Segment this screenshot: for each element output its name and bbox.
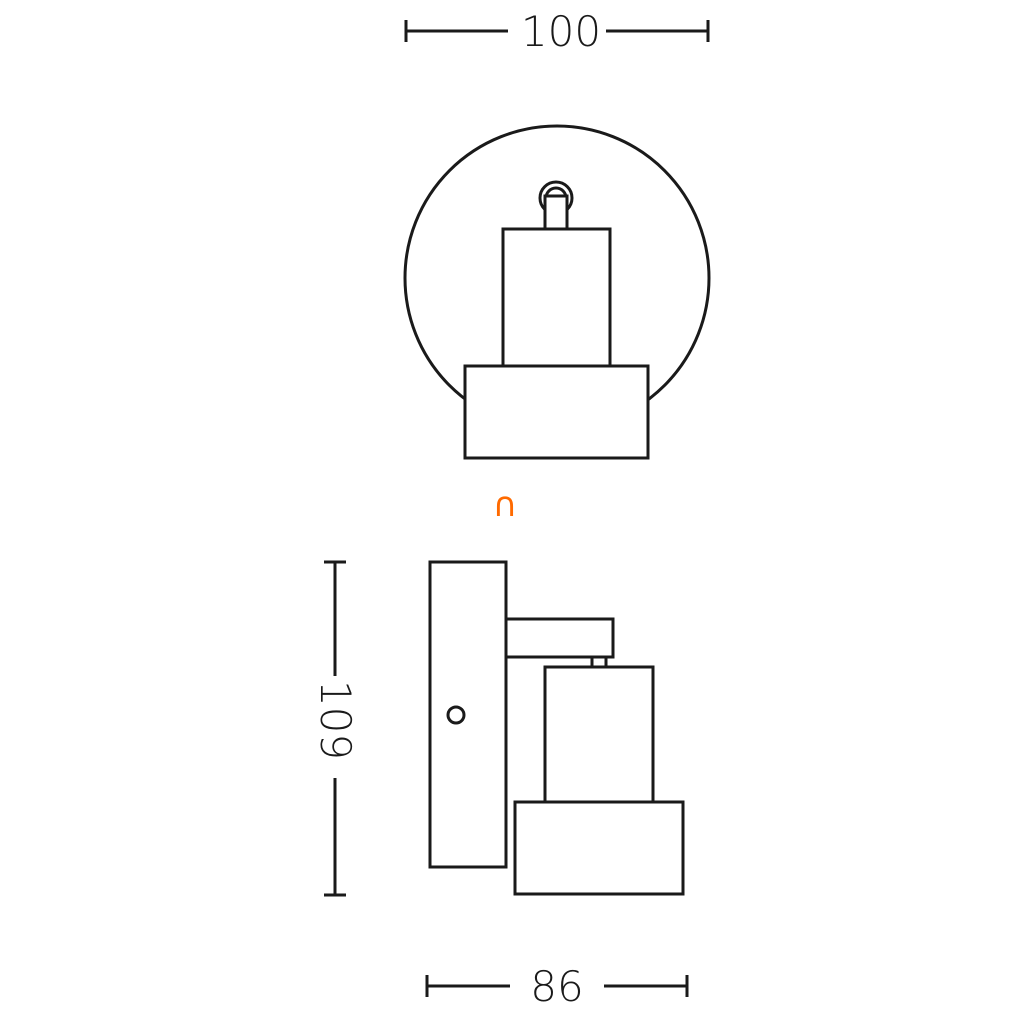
side-view-lamp-body: [543, 665, 655, 805]
front-view-lamp-body: [501, 227, 612, 369]
side-view-arm: [504, 617, 615, 659]
depth-dimension: 86: [425, 962, 689, 1010]
side-view-wall-plate: [428, 560, 508, 869]
width-dimension-label: 100: [521, 7, 601, 56]
side-view: [428, 560, 685, 896]
width-dimension: 100: [404, 7, 710, 56]
front-view: [403, 124, 711, 460]
depth-dimension-label: 86: [530, 962, 583, 1010]
side-view-lamp-head: [513, 800, 685, 896]
orientation-marker: ∩: [493, 485, 518, 525]
height-dimension: 109: [311, 560, 360, 897]
height-dimension-label: 109: [311, 680, 360, 760]
side-view-screw-hole: [446, 705, 466, 725]
front-view-lamp-head: [463, 364, 650, 460]
front-view-stem: [543, 194, 569, 232]
